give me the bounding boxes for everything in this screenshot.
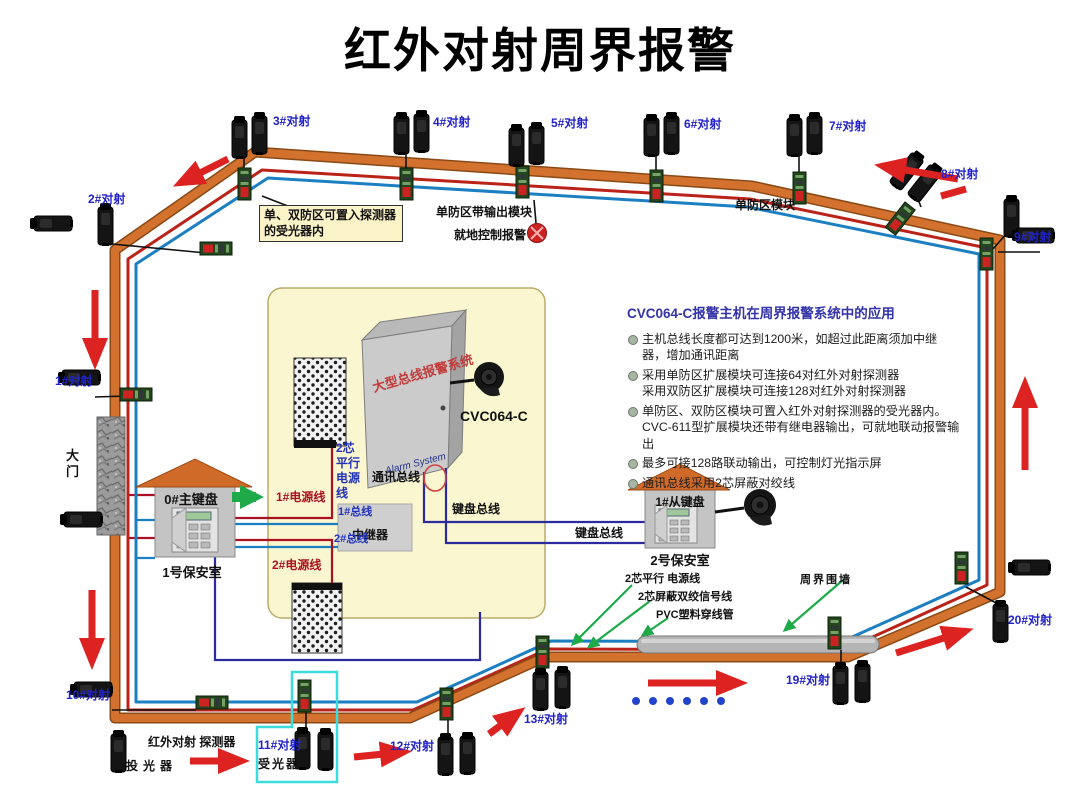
label-output-module: 单防区带输出模块 [436,205,533,219]
guard-house-2 [627,463,776,549]
panel-siren-icon [449,362,504,397]
label-bus-1: 1#总线 [338,506,373,518]
receiver-highlight-box [255,670,339,784]
label-detector-1: 1#对射 [55,374,93,388]
label-keypad-master: 0#主键盘 [164,492,218,507]
label-pvc-tube: PVC塑料穿线管 [656,609,734,621]
label-emitter: 投光器 [126,759,178,773]
power-supply-1 [293,357,347,448]
comm-bus-highlight-circle [423,464,447,492]
label-detector-11: 11#对射 [258,738,302,752]
label-detector-3: 3#对射 [273,114,311,128]
info-title: CVC064-C报警主机在周界报警系统中的应用 [627,306,895,321]
pvc-tube [636,635,880,654]
alarm-host-cabinet: 大型总线报警系统 Alarm System [360,308,475,489]
label-detector-5: 5#对射 [551,116,589,130]
label-detector-6: 6#对射 [684,117,722,131]
detector-ellipsis-dots [632,697,725,705]
label-detector-9: 9#对射 [1014,230,1052,244]
zone-bus-wires [136,518,338,560]
pvc-tube-highlight [641,639,875,643]
label-detector-13: 13#对射 [524,712,569,726]
callout-arrows [570,579,844,649]
page-title: 红外对射周界报警 [344,24,736,77]
info-bullet-3: 单防区、双防区模块可置入红外对射探测器的受光器内。CVC-611型扩展模块还带有… [627,403,961,452]
label-receiver: 受光器 [258,757,301,771]
label-ir-detector: 红外对射 探测器 [148,735,236,749]
label-perimeter-wall: 周界围墙 [800,574,852,586]
label-host-model: CVC064-C [460,408,528,424]
guard-house-1 [135,458,253,558]
label-repeater: 中继器 [352,528,389,542]
label-guard-house-1: 1号保安室 [162,565,222,580]
info-bullet-5: 通讯总线采用2芯屏蔽对绞线 [627,475,961,491]
label-detector-2: 2#对射 [88,192,126,206]
label-power-line-2: 2#电源线 [272,558,322,572]
keyboard-bus-wires [213,468,645,662]
info-bullet-4: 最多可接128路联动输出，可控制灯光指示屏 [627,455,961,471]
label-local-alarm: 就地控制报警 [454,228,527,242]
direction-arrows [79,155,1038,774]
power-supply-2 [291,582,343,654]
label-detector-10: 10#对射 [66,688,111,702]
local-alarm-beacon-icon [527,223,547,243]
label-keyboard-bus-1: 键盘总线 [452,502,501,516]
house-siren-icon [714,489,776,526]
label-single-zone-module: 单防区模块 [735,198,796,212]
label-keypad-slave: 1#从键盘 [655,495,705,509]
label-detector-7: 7#对射 [829,119,867,133]
power-wires [128,448,334,583]
label-detector-12: 12#对射 [390,739,435,753]
keypad-device [171,507,219,553]
receiver-note-box: 单、双防区可置入探测器的受光器内 [259,205,403,243]
label-bus-2: 2#总线 [334,533,369,545]
info-bullet-list: 主机总线长度都可达到1200米，如超过此距离须加中继器，增加通讯距离 采用单防区… [627,331,961,491]
info-block: CVC064-C报警主机在周界报警系统中的应用 主机总线长度都可达到1200米，… [627,302,961,494]
info-bullet-2: 采用单防区扩展模块可连接64对红外对射探测器 采用双防区扩展模块可连接128对红… [627,367,961,400]
label-signal-cable: 2芯屏蔽双绞信号线 [638,591,733,603]
label-gate: 大门 [66,448,80,480]
label-detector-20: 20#对射 [1008,613,1053,627]
label-keyboard-bus-2: 键盘总线 [575,526,624,540]
label-power-line-1: 1#电源线 [276,490,326,504]
repeater-box [337,503,413,552]
keypad-device-2 [654,504,698,544]
label-power-cable-vertical: 2芯平行电源线 [336,441,361,500]
label-guard-house-2: 2号保安室 [650,553,710,568]
label-detector-8: 8#对射 [941,167,979,181]
label-comm-bus: 通讯总线 [372,470,421,484]
label-detector-19: 19#对射 [786,673,831,687]
label-power-cable: 2芯平行 电源线 [625,573,701,585]
info-bullet-1: 主机总线长度都可达到1200米，如超过此距离须加中继器，增加通讯距离 [627,331,961,364]
label-detector-4: 4#对射 [433,115,471,129]
